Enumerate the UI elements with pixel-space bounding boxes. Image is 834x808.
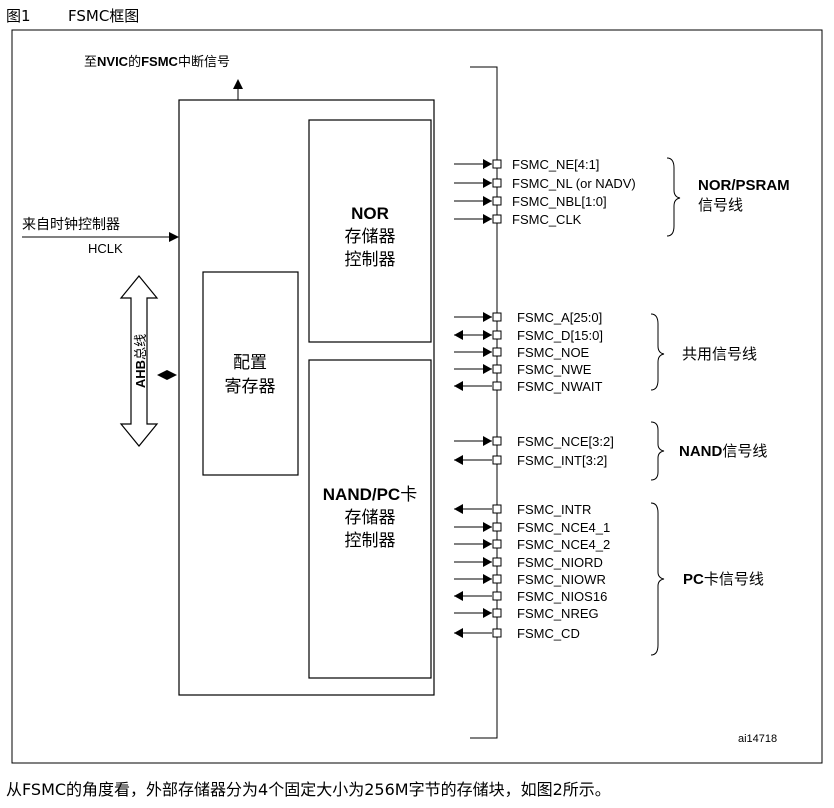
signal-label: FSMC_NIOWR	[517, 572, 606, 587]
signal-label: FSMC_A[25:0]	[517, 310, 602, 325]
pc-group-brace	[650, 502, 665, 656]
pin-square	[492, 574, 502, 584]
pin-square	[492, 436, 502, 446]
signal-label: FSMC_NCE4_2	[517, 537, 610, 552]
nor-line-2: 控制器	[345, 250, 396, 269]
arrowhead-in	[454, 591, 463, 601]
arrowhead-in	[454, 330, 463, 340]
arrowhead-out	[483, 557, 492, 567]
signal-label: FSMC_NL (or NADV)	[512, 176, 636, 191]
nand-group-brace	[650, 421, 665, 481]
signal-label: FSMC_NBL[1:0]	[512, 194, 607, 209]
signal-label: FSMC_NE[4:1]	[512, 157, 599, 172]
clock-label-en: HCLK	[88, 241, 123, 256]
signal-label: FSMC_INT[3:2]	[517, 453, 607, 468]
figure-title: FSMC框图	[68, 7, 140, 25]
pin-square	[492, 557, 502, 567]
signal-label: FSMC_NOE	[517, 345, 590, 360]
signal-layer: FSMC_NE[4:1] FSMC_NL (or NADV) FSMC_NBL[1:…	[454, 157, 636, 641]
pin-square	[492, 312, 502, 322]
signal-label: FSMC_NIOS16	[517, 589, 607, 604]
clock-label-cn: 来自时钟控制器	[22, 216, 120, 232]
common-group-label: 共用信号线	[682, 346, 757, 363]
pin-square	[492, 364, 502, 374]
signal-label: FSMC_NWE	[517, 362, 592, 377]
common-group-brace	[650, 313, 665, 391]
arrowhead-out	[483, 364, 492, 374]
nand-title-bold: NAND/PC	[323, 485, 400, 504]
pin-square	[492, 196, 502, 206]
arrowhead-in	[454, 381, 463, 391]
pin-square	[492, 214, 502, 224]
nand-group-label: NAND信号线	[679, 443, 767, 460]
pin-square	[492, 159, 502, 169]
pc-group-label: PC卡信号线	[683, 571, 764, 588]
arrowhead-out	[483, 330, 492, 340]
signal-label: FSMC_CD	[517, 626, 580, 641]
ahb-label: AHB总线	[133, 334, 148, 388]
arrowhead-out	[483, 574, 492, 584]
arrowhead-out	[483, 436, 492, 446]
arrowhead-in	[454, 504, 463, 514]
nvic-label: 至NVIC的FSMC中断信号	[84, 54, 230, 69]
arrowhead-out	[483, 522, 492, 532]
arrowhead-out	[483, 312, 492, 322]
signal-label: FSMC_NWAIT	[517, 379, 603, 394]
arrowhead-out	[483, 347, 492, 357]
figure-caption: 图1 FSMC框图	[6, 5, 139, 26]
nor-controller-block	[308, 119, 432, 343]
pin-square	[492, 504, 502, 514]
arrowhead-in	[454, 628, 463, 638]
signal-label: FSMC_INTR	[517, 502, 591, 517]
signal-label: FSMC_D[15:0]	[517, 328, 603, 343]
nor-group-line-2: 信号线	[698, 197, 743, 214]
pin-square	[492, 455, 502, 465]
nor-title: NOR	[351, 204, 389, 223]
config-line-2: 寄存器	[225, 377, 276, 396]
arrowhead-out	[483, 178, 492, 188]
arrowhead-in	[454, 455, 463, 465]
arrowhead-out	[483, 214, 492, 224]
signal-label: FSMC_NIORD	[517, 555, 603, 570]
pin-square	[492, 381, 502, 391]
outer-frame	[11, 29, 823, 764]
figure-id: ai14718	[738, 733, 777, 745]
pin-square	[492, 591, 502, 601]
arrowhead-out	[483, 196, 492, 206]
pin-square	[492, 522, 502, 532]
nor-line-1: 存储器	[345, 227, 396, 246]
figure-number: 图1	[6, 7, 31, 25]
signal-label: FSMC_NREG	[517, 606, 599, 621]
ahb-bus-arrow	[119, 275, 159, 447]
signal-label: FSMC_NCE[3:2]	[517, 434, 614, 449]
arrowhead-out	[483, 608, 492, 618]
nor-group-brace	[666, 157, 681, 237]
arrowhead-out	[483, 539, 492, 549]
arrowhead-out	[483, 159, 492, 169]
nand-title: NAND/PC卡	[323, 485, 417, 504]
pin-square	[492, 608, 502, 618]
pin-square	[492, 347, 502, 357]
pin-square	[492, 178, 502, 188]
signal-label: FSMC_NCE4_1	[517, 520, 610, 535]
nand-title-cn: 卡	[400, 485, 417, 504]
pin-square	[492, 539, 502, 549]
nand-line-1: 存储器	[345, 508, 396, 527]
fsmc-block	[178, 99, 435, 696]
config-line-1: 配置	[233, 353, 267, 372]
pin-square	[492, 330, 502, 340]
pin-square	[492, 628, 502, 638]
nor-group-line-1: NOR/PSRAM	[698, 177, 790, 194]
signal-bus-line	[470, 66, 498, 739]
config-register-block	[202, 271, 299, 476]
footer-text: 从FSMC的角度看，外部存储器分为4个固定大小为256M字节的存储块，如图2所示…	[6, 780, 611, 799]
signal-label: FSMC_CLK	[512, 212, 582, 227]
nand-controller-block	[308, 359, 432, 679]
nand-line-2: 控制器	[345, 531, 396, 550]
